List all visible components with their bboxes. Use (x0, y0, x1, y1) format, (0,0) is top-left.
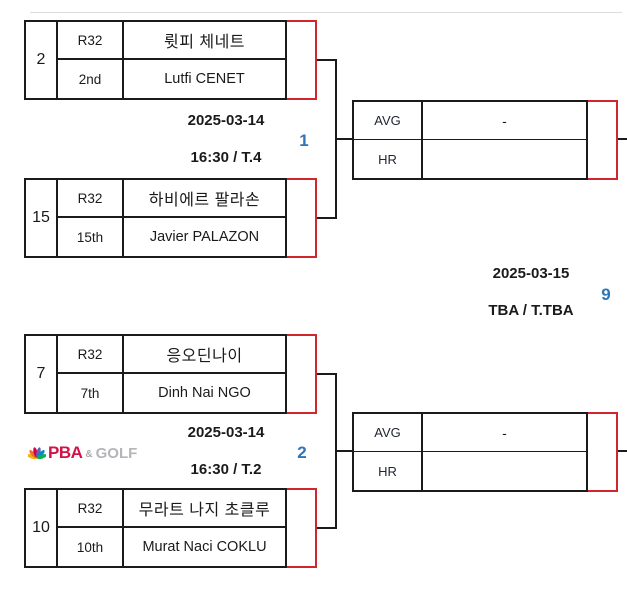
avg-label: AVG (354, 102, 423, 140)
match2-date: 2025-03-14 (187, 424, 265, 441)
player-name-kr: 하비에르 팔라손 (124, 180, 285, 218)
score-cell (287, 334, 317, 414)
score-cell (287, 488, 317, 568)
connector-line (618, 450, 627, 452)
round-cell: R32 (58, 22, 124, 60)
connector-line (317, 373, 337, 375)
player-box-lutfi-cenet: 2 R32 륏피 체네트 2nd Lutfi CENET (24, 20, 317, 100)
match1-time: 16:30 / T.4 (190, 149, 262, 166)
rank-cell: 7th (58, 374, 124, 412)
logo-golf-text: GOLF (95, 444, 138, 462)
rank-cell: 10th (58, 528, 124, 566)
stats-table: AVG - HR (352, 100, 588, 180)
seed-cell: 15 (26, 180, 58, 256)
avg-label: AVG (354, 414, 423, 452)
hr-value (423, 452, 586, 490)
connector-line (337, 138, 352, 140)
final-date: 2025-03-15 (492, 265, 570, 282)
seed-cell: 7 (26, 336, 58, 412)
player-table: 7 R32 응오딘나이 7th Dinh Nai NGO (24, 334, 287, 414)
connector-line (618, 138, 627, 140)
player-table: 10 R32 무라트 나지 초클루 10th Murat Naci COKLU (24, 488, 287, 568)
nbc-peacock-icon (28, 445, 46, 461)
round-cell: R32 (58, 336, 124, 374)
round-cell: R32 (58, 180, 124, 218)
player-name-en: Murat Naci COKLU (142, 539, 267, 555)
player-box-dinh-nai-ngo: 7 R32 응오딘나이 7th Dinh Nai NGO (24, 334, 317, 414)
player-name-en: Dinh Nai NGO (158, 385, 251, 401)
hr-value (423, 140, 586, 178)
match1-date: 2025-03-14 (187, 112, 265, 129)
stats-box-match2: AVG - HR (352, 412, 618, 492)
match2-time: 16:30 / T.2 (190, 461, 262, 478)
cropped-top-line (30, 12, 622, 13)
final-time: TBA / T.TBA (488, 302, 574, 319)
connector-line (335, 373, 337, 529)
connector-line (317, 527, 337, 529)
player-box-javier-palazon: 15 R32 하비에르 팔라손 15th Javier PALAZON (24, 178, 317, 258)
seed-cell: 10 (26, 490, 58, 566)
player-name-en: Javier PALAZON (149, 229, 260, 245)
pba-golf-logo: PBA & GOLF (28, 442, 137, 464)
player-name-kr: 무라트 나지 초클루 (124, 490, 285, 528)
connector-line (335, 59, 337, 219)
logo-ampersand-text: & (85, 448, 93, 460)
score-cell (287, 178, 317, 258)
score-cell (588, 412, 618, 492)
player-table: 2 R32 륏피 체네트 2nd Lutfi CENET (24, 20, 287, 100)
avg-value: - (423, 414, 586, 452)
hr-label: HR (354, 140, 423, 178)
player-name-kr: 륏피 체네트 (124, 22, 285, 60)
connector-line (317, 59, 337, 61)
hr-label: HR (354, 452, 423, 490)
avg-value: - (423, 102, 586, 140)
player-name-kr: 응오딘나이 (124, 336, 285, 374)
player-box-murat-naci-coklu: 10 R32 무라트 나지 초클루 10th Murat Naci COKLU (24, 488, 317, 568)
logo-pba-text: PBA (48, 443, 83, 462)
player-name-en: Lutfi CENET (164, 71, 245, 87)
match1-number: 1 (299, 131, 309, 150)
final-match-number: 9 (601, 285, 611, 304)
match2-number: 2 (297, 443, 307, 462)
rank-cell: 2nd (58, 60, 124, 98)
stats-table: AVG - HR (352, 412, 588, 492)
round-cell: R32 (58, 490, 124, 528)
connector-line (317, 217, 337, 219)
connector-line (337, 450, 352, 452)
score-cell (287, 20, 317, 100)
rank-cell: 15th (58, 218, 124, 256)
score-cell (588, 100, 618, 180)
player-table: 15 R32 하비에르 팔라손 15th Javier PALAZON (24, 178, 287, 258)
seed-cell: 2 (26, 22, 58, 98)
stats-box-match1: AVG - HR (352, 100, 618, 180)
